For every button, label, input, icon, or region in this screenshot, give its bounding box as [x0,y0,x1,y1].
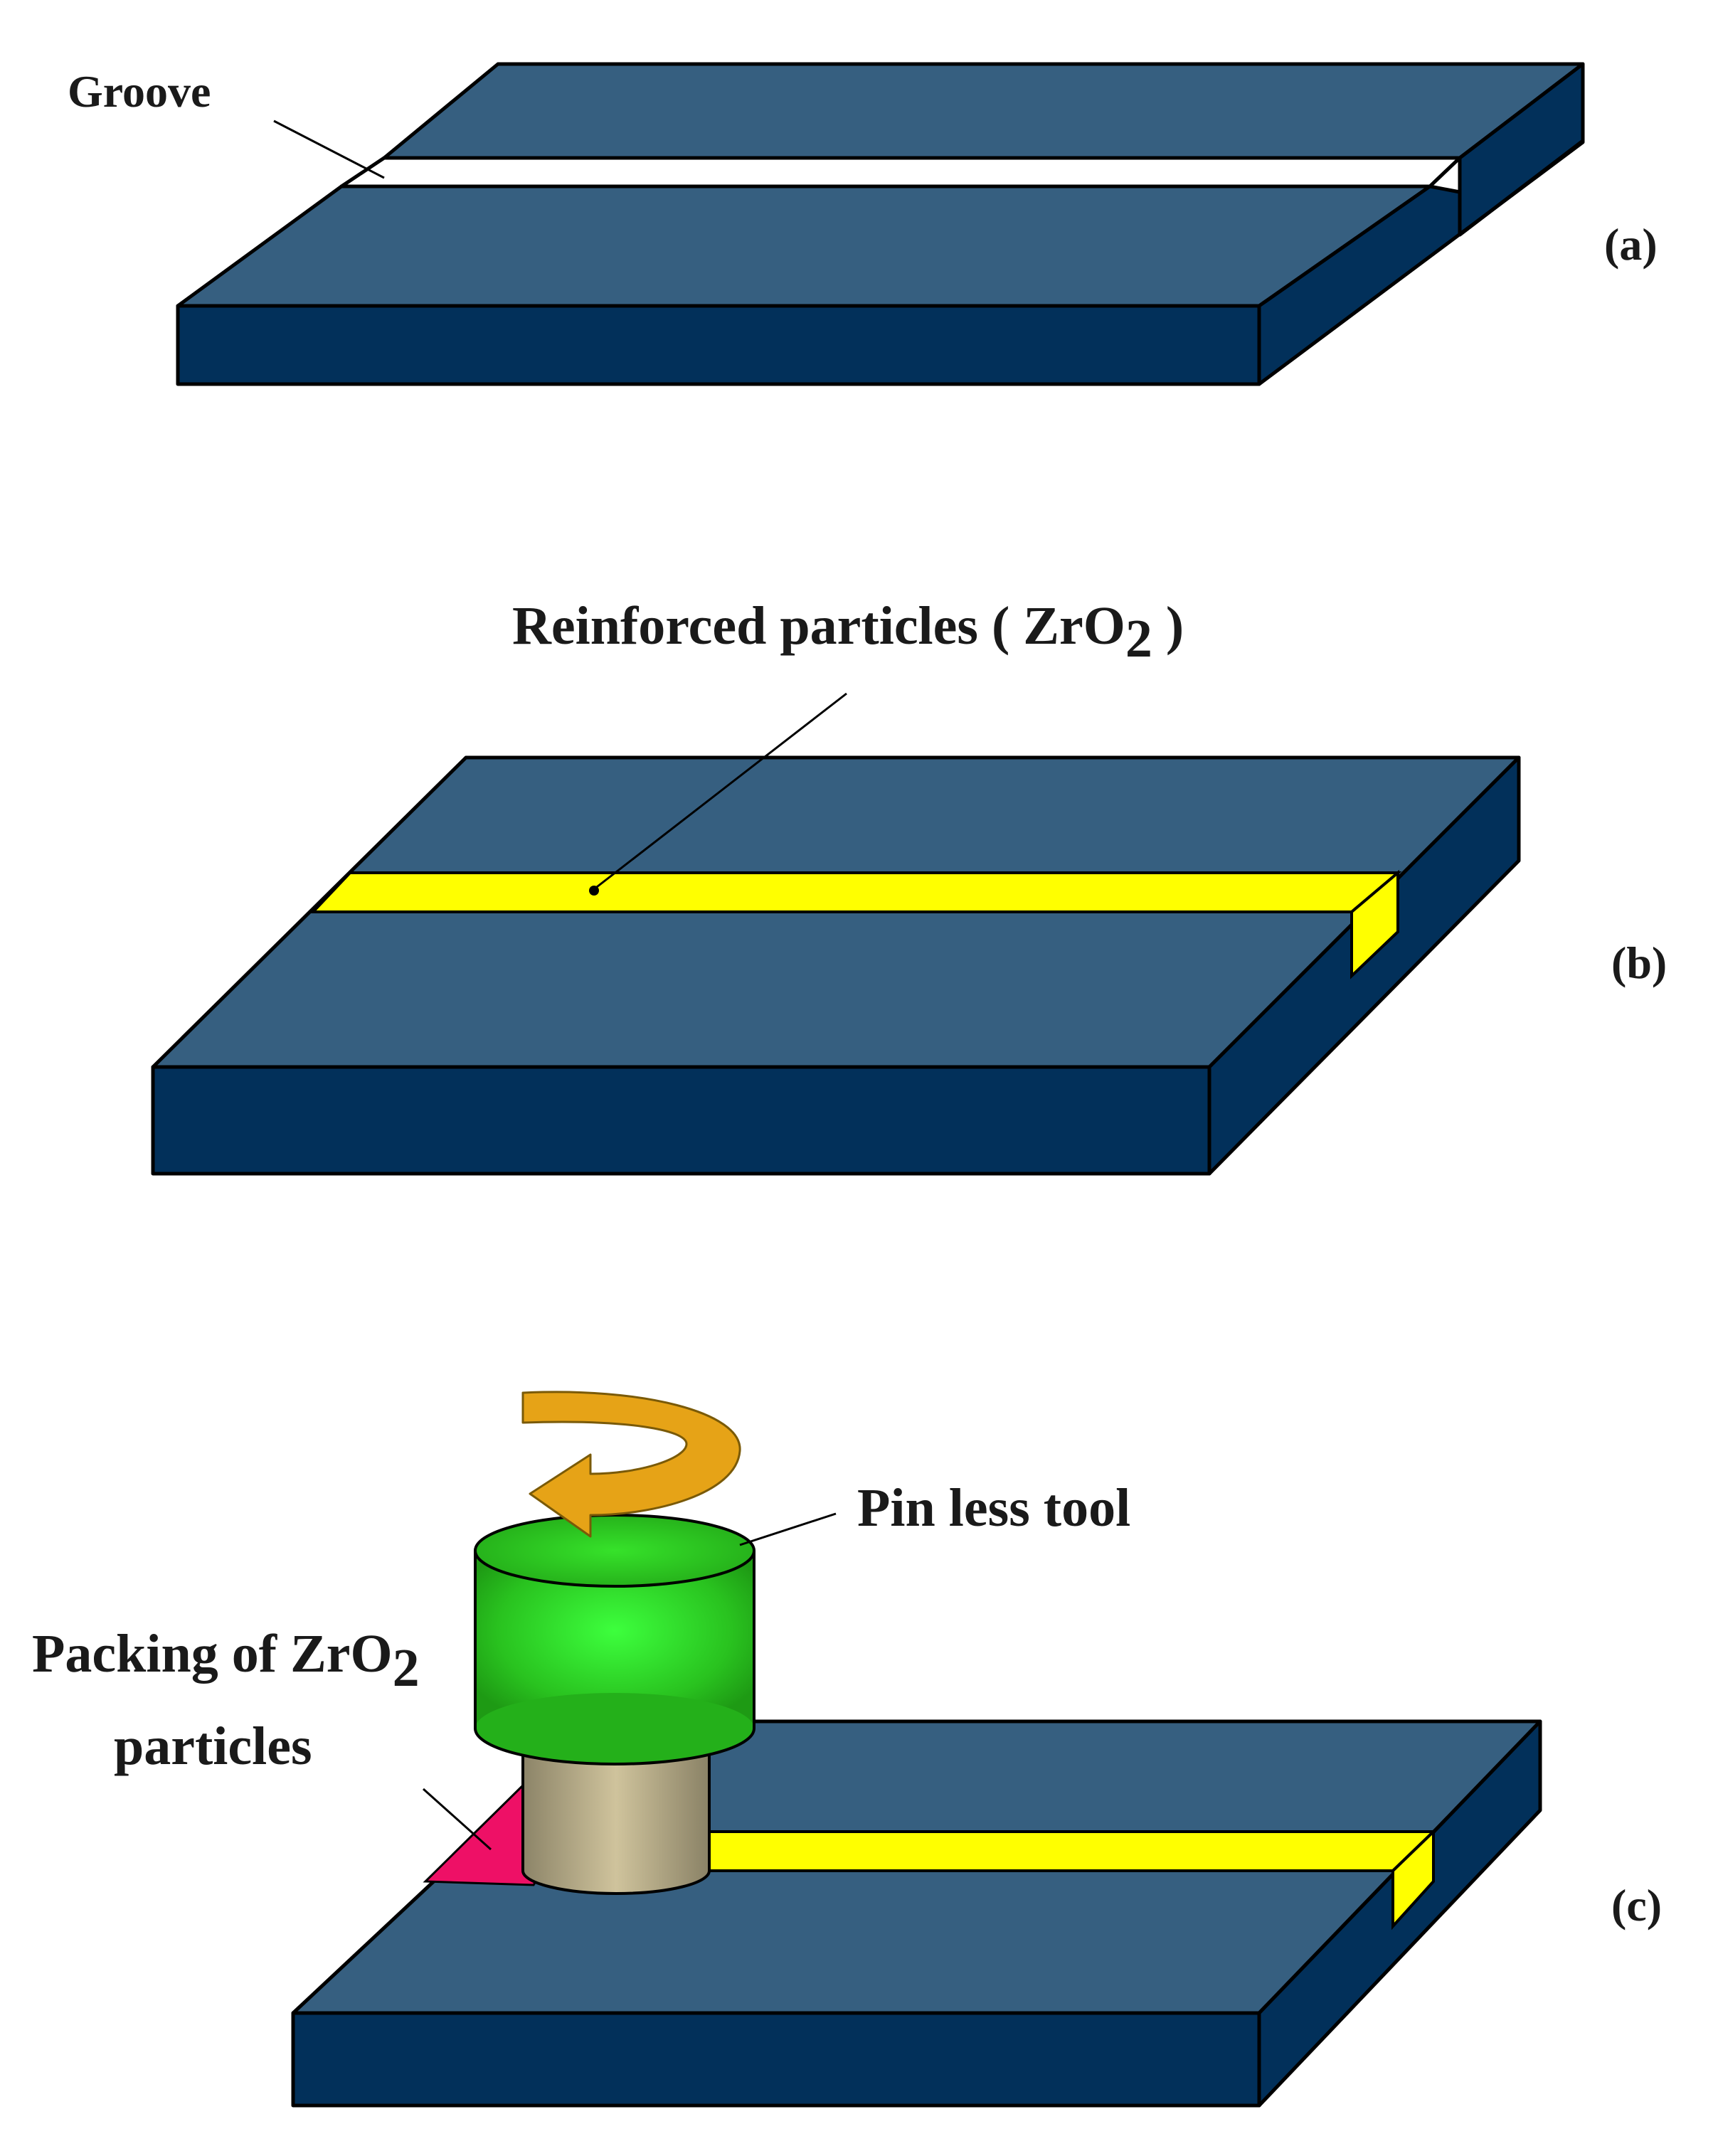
particles-strip-end [1350,869,1399,979]
packing-label-2: particles [114,1716,312,1776]
plate-a-front-face [176,304,1261,386]
particles-strip-c [665,1830,1437,1872]
particles-leader-dot [589,886,599,896]
particles-leader [593,692,847,891]
panel-c-tag: (c) [1611,1880,1662,1931]
plate-b-front-face [151,1065,1211,1176]
plate-c-front-face [291,2011,1261,2108]
tool-shoulder-outline [474,1551,755,1765]
rotation-arrow-icon [521,1391,741,1538]
panel-a-tag: (a) [1604,219,1658,270]
particles-label: Reinforced particles ( ZrO2 ) [512,596,1184,669]
tool-shoulder-top [474,1514,755,1588]
panel-b: Reinforced particles ( ZrO2 ) (b) [151,596,1667,1176]
tool-leader [739,1512,837,1546]
plate-a-side-face [1257,139,1585,386]
tool-body-outline [521,1739,711,1895]
groove-label: Groove [68,66,211,117]
packing-label: Packing of ZrO2 [32,1624,420,1698]
panel-c: Pin less tool Packing of ZrO2 particles … [32,1391,1662,2108]
packing-leader [422,1788,492,1851]
rotation-arrow-band [521,1391,741,1538]
tool-label: Pin less tool [857,1478,1130,1538]
groove-slot [339,156,1462,188]
groove-leader [273,120,385,179]
tool-shoulder-bottom [475,1693,754,1764]
plate-a-back-top [382,62,1585,160]
particles-strip-c-end [1391,1828,1435,1931]
particles-strip [309,871,1402,913]
plate-a-front-top [176,184,1432,308]
panel-a: Groove (a) [68,62,1658,386]
tool-body-bottom [523,1848,709,1894]
panel-b-tag: (b) [1611,938,1667,988]
